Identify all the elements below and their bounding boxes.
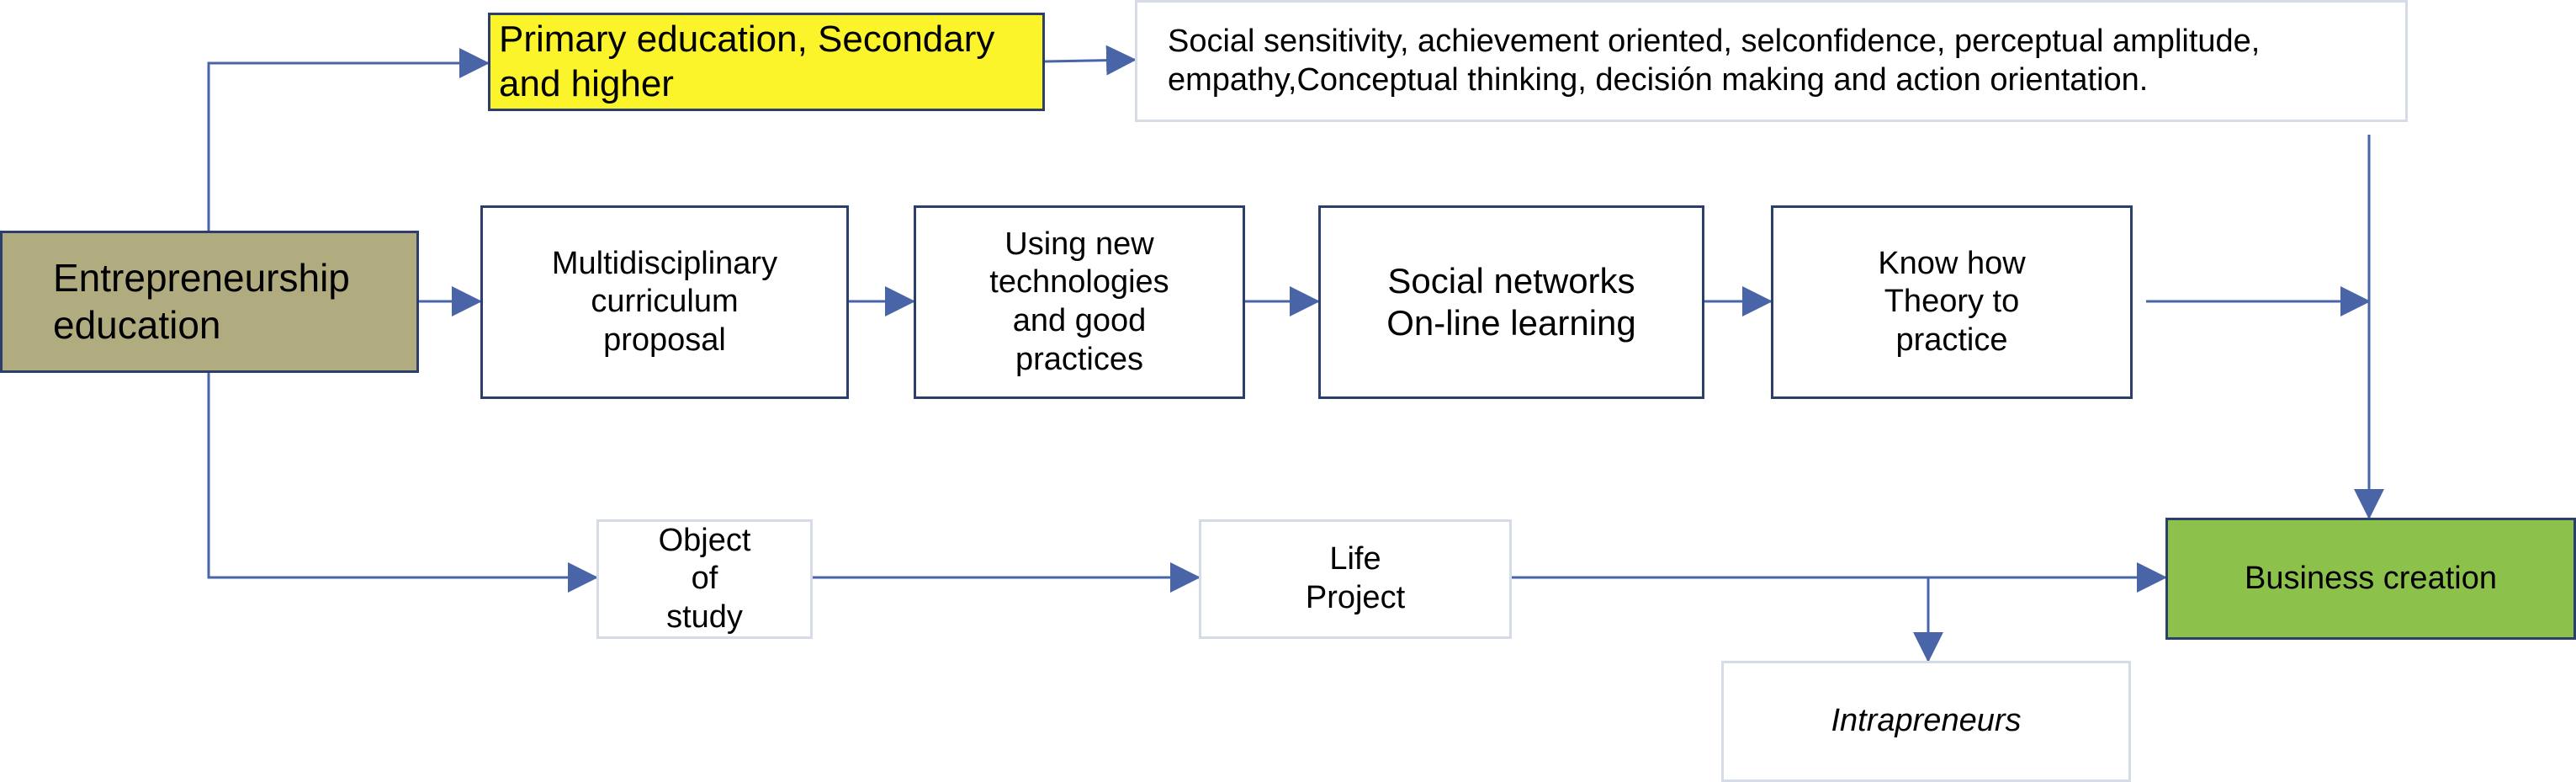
multidisciplinary-curriculum-node: Multidisciplinary curriculum proposal [480, 205, 849, 399]
primary-education-node: Primary education, Secondary and higher [488, 13, 1045, 111]
arrow-entrepreneurship-to-object [207, 373, 598, 593]
social-networks-node: Social networks On-line learning [1318, 205, 1704, 399]
new-technologies-node: Using new technologies and good practice… [914, 205, 1245, 399]
intrapreneurs-node: Intrapreneurs [1721, 661, 2131, 782]
know-how-node: Know how Theory to practice [1771, 205, 2133, 399]
competencies-node: Social sensitivity, achievement oriented… [1135, 0, 2408, 122]
life-project-node: Life Project [1199, 519, 1512, 639]
business-creation-node: Business creation [2165, 518, 2576, 640]
entrepreneurship-education-node: Entrepreneurship education [0, 231, 419, 373]
object-of-study-node: Object of study [596, 519, 813, 639]
arrow-entrepreneurship-to-primary [207, 48, 490, 231]
arrow-primary-to-competencies [1044, 45, 1137, 76]
